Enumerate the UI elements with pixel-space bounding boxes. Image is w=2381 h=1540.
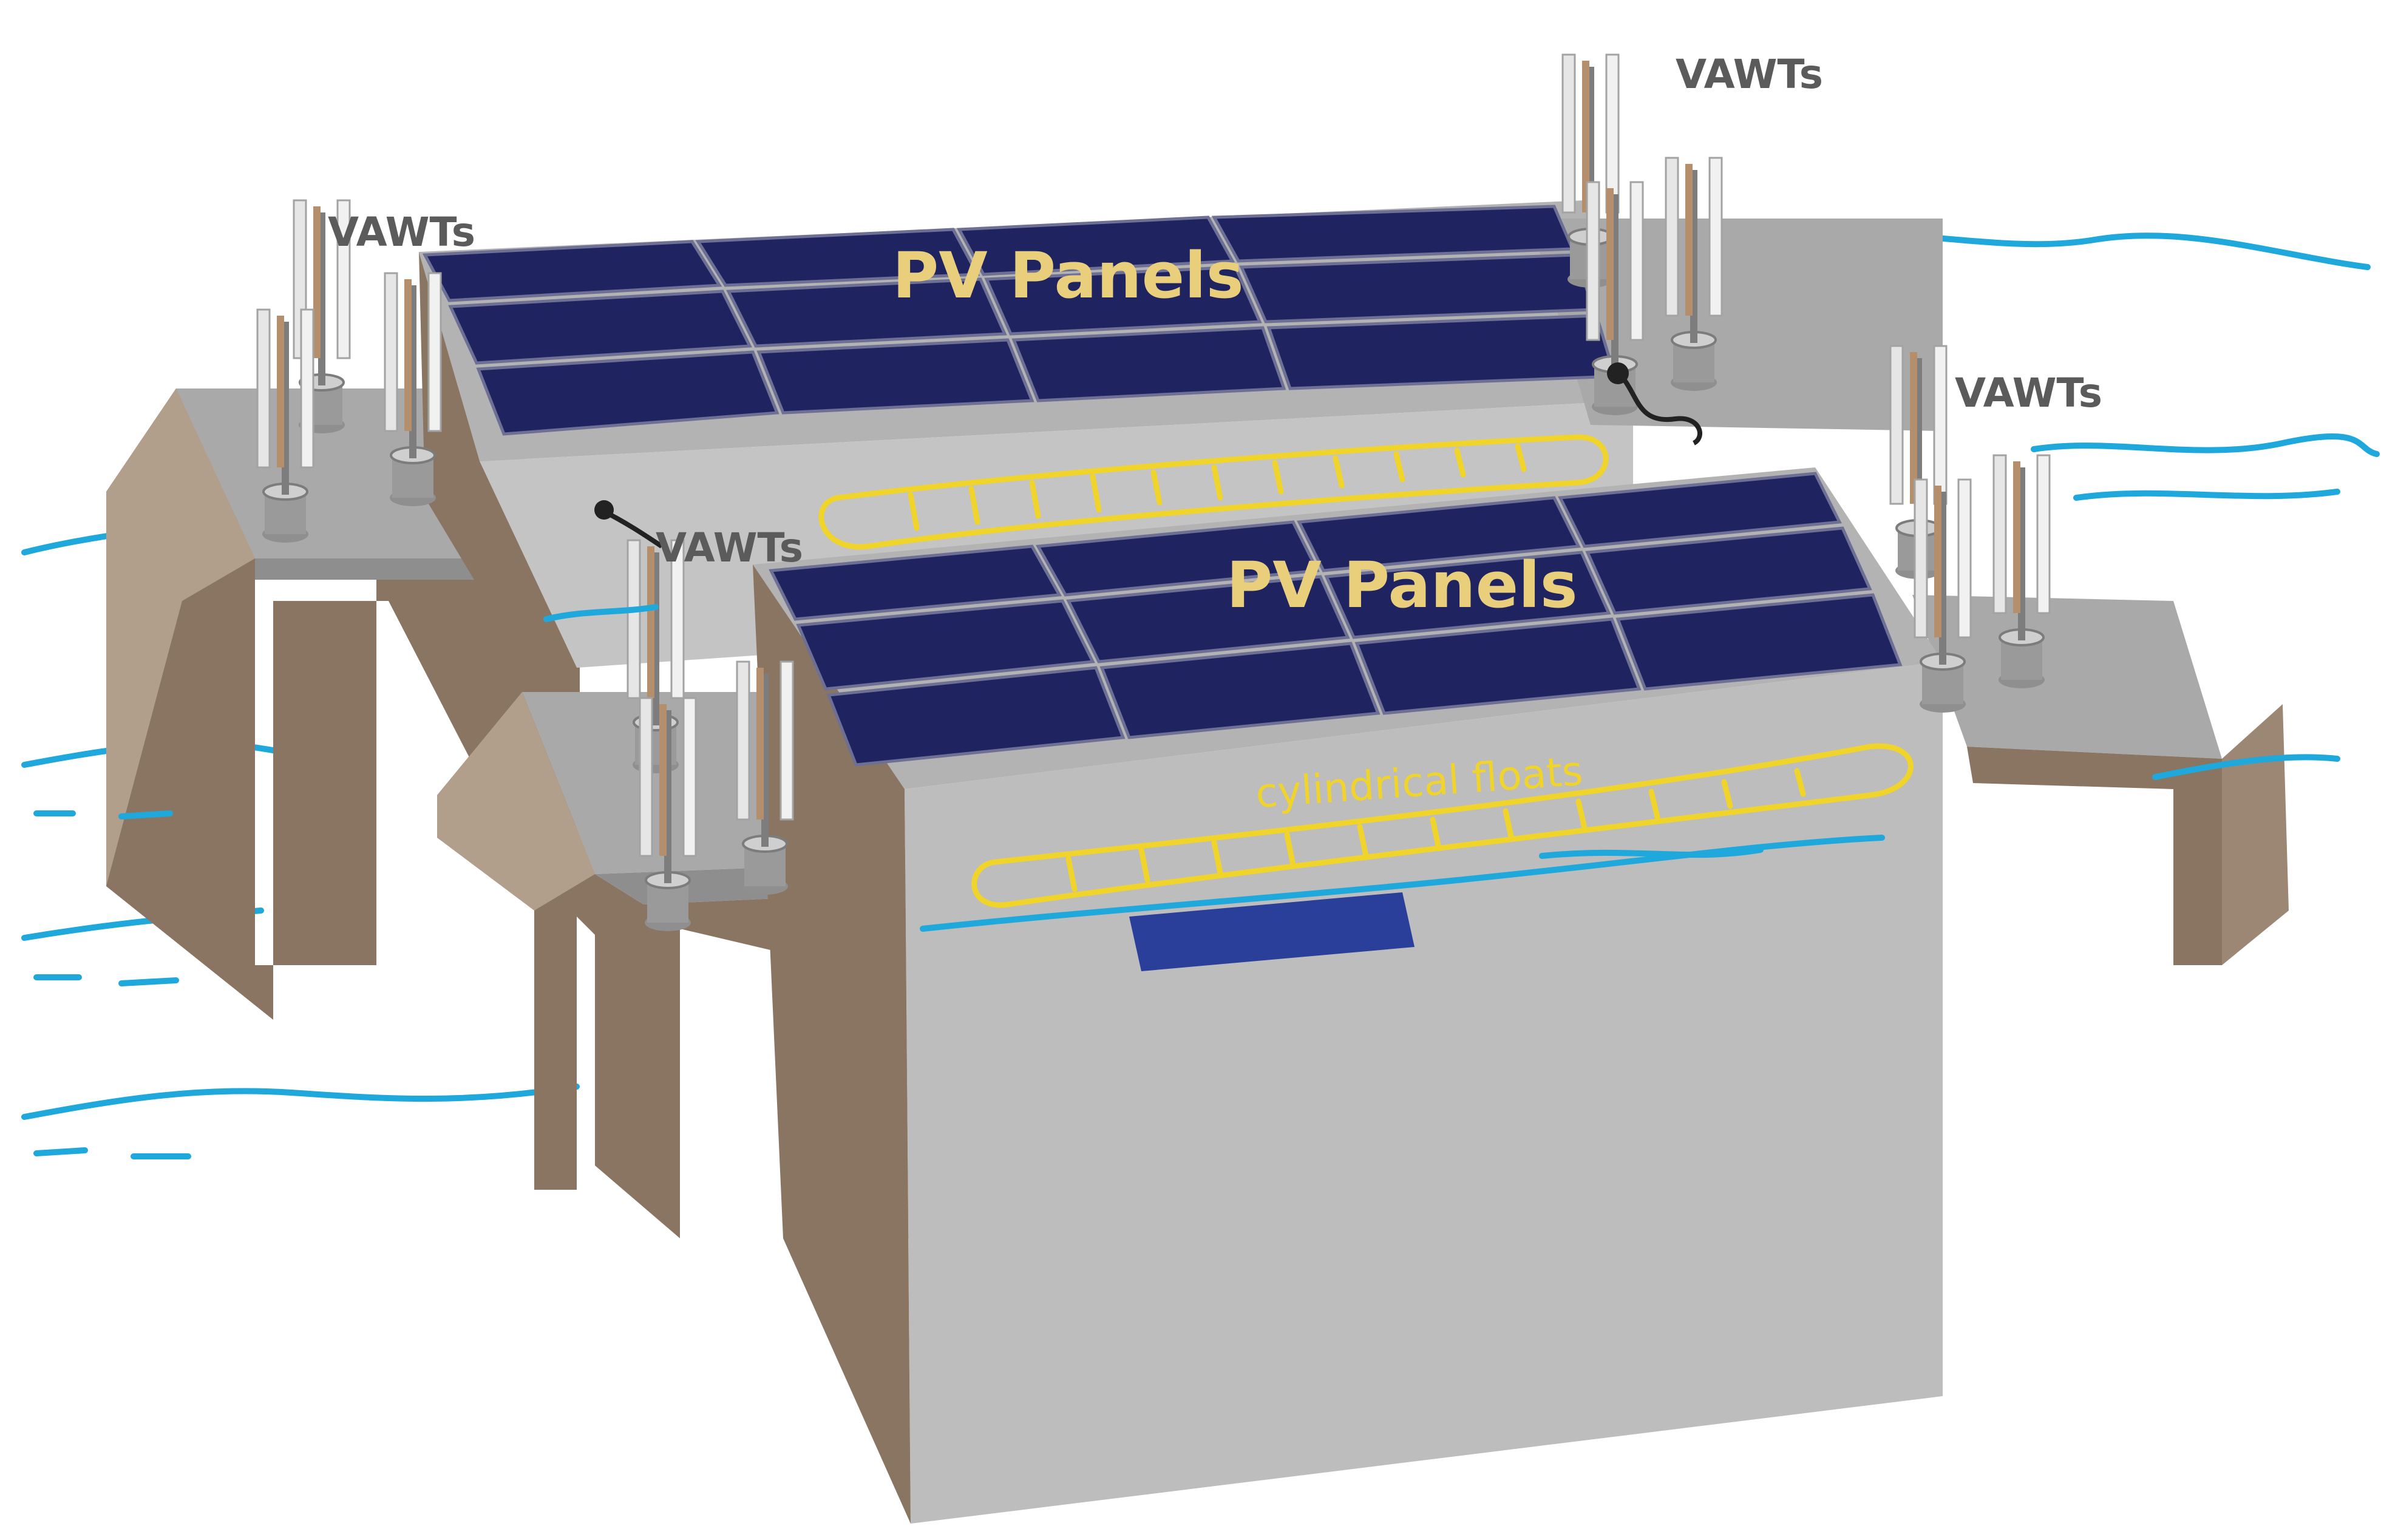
cable-plug-icon: [594, 500, 614, 520]
pv-panel: [1014, 328, 1284, 401]
label-pv-panels-back: PV Panels: [892, 239, 1244, 313]
label-vawts-center: VAWTs: [656, 524, 803, 571]
label-vawts-top-right: VAWTs: [1676, 51, 1823, 98]
front-right-pontoon: [1967, 747, 2222, 965]
label-vawts-mid-right: VAWTs: [1955, 370, 2102, 416]
pv-panel: [1241, 255, 1594, 322]
cable-plug-icon: [1607, 362, 1629, 384]
pv-panel: [759, 340, 1032, 413]
front-right-pontoon-face: [2222, 704, 2289, 965]
label-vawts-top-left: VAWTs: [328, 209, 475, 256]
pv-panel: [1269, 316, 1615, 388]
label-pv-panels-front: PV Panels: [1226, 548, 1578, 622]
